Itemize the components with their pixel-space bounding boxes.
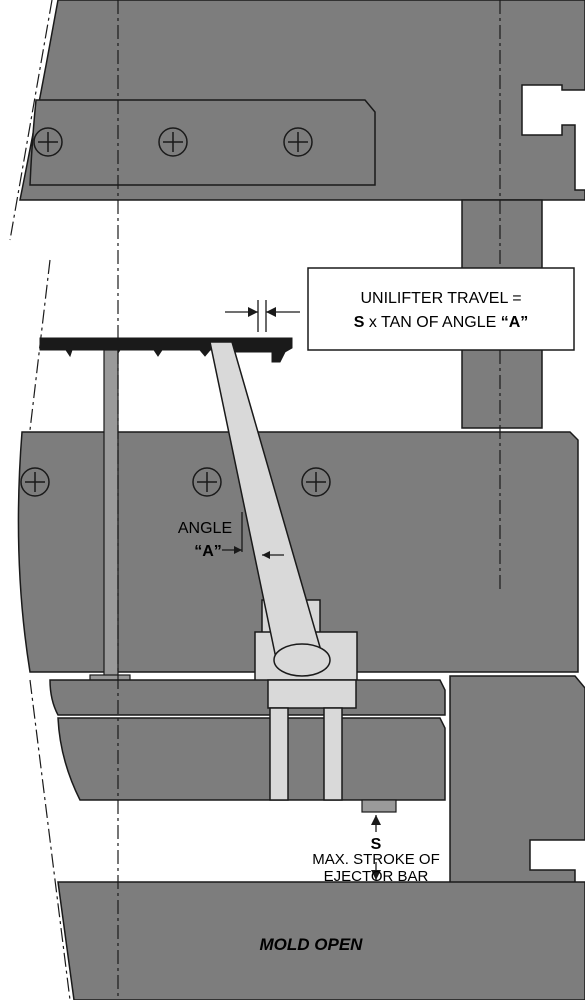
screw-head-icon [283,127,313,157]
bottom-clamp-plate [57,881,585,1000]
lifter-heel [273,643,331,677]
screw-head-icon [301,467,331,497]
ejector-pin [103,349,119,681]
callout-s-symbol: S [354,314,365,331]
callout-line1: UNILIFTER TRAVEL = [360,290,521,307]
ejector-plate [57,717,446,801]
stop-button [361,799,397,813]
callout-formula-text: x TAN OF ANGLE [364,314,500,331]
callout-box [307,267,575,351]
stroke-label-line1: MAX. STROKE OF [312,851,440,868]
dimension-arrow-icon [262,551,284,559]
molded-part [39,337,281,358]
break-line [29,259,51,431]
break-line [29,679,71,1000]
screw-head-icon [192,467,222,497]
angle-label-line2: “A” [194,543,222,560]
lifter-rod-right [323,707,343,801]
dimension-arrow-icon [266,307,300,317]
callout-angle-symbol: “A” [501,314,529,331]
screw-head-icon [33,127,63,157]
ejector-retainer-plate [49,679,446,716]
stroke-symbol: S [371,836,382,853]
dimension-arrow-icon [225,307,258,317]
break-line [9,0,53,241]
dimension-arrow-icon [371,862,381,880]
mold-open-label: MOLD OPEN [260,935,364,954]
lifter-rod-left [269,707,289,801]
dimension-arrow-icon [371,815,381,832]
screw-head-icon [20,467,50,497]
dimension-arrow-icon [222,546,242,554]
top-retainer-plate [29,99,376,186]
slide-block [267,679,357,709]
core-plate [17,431,579,673]
molded-part-lip [271,337,293,363]
screw-head-icon [158,127,188,157]
stroke-label-line2: EJECTOR BAR [324,868,429,885]
callout-line2: S x TAN OF ANGLE “A” [354,314,529,331]
angle-label-line1: ANGLE [178,520,232,537]
